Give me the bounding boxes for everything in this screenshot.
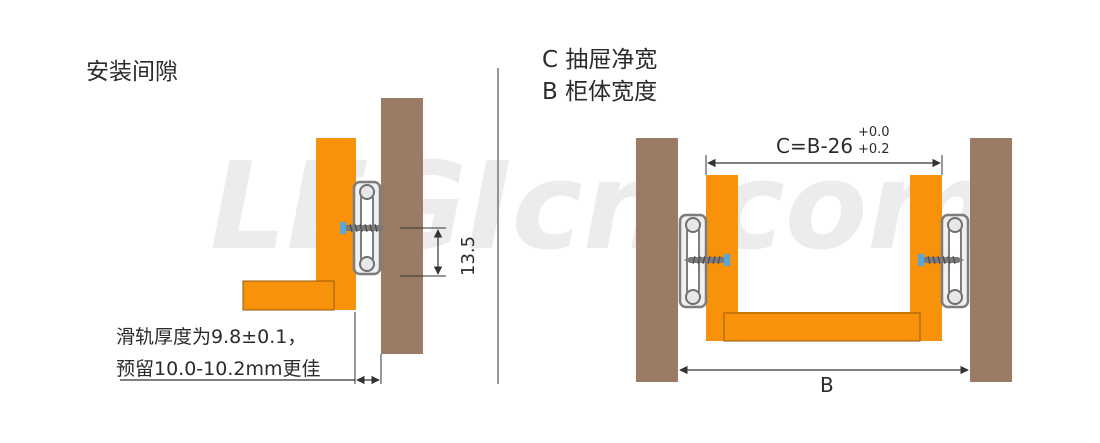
legend-c: C 抽屉净宽 xyxy=(542,47,658,73)
note-line-1: 滑轨厚度为9.8±0.1， xyxy=(116,326,307,348)
label-b: B xyxy=(820,373,834,397)
cabinet-wall-right xyxy=(970,138,1012,382)
cabinet-wall-left xyxy=(636,138,678,382)
cabinet-wall-left-diagram xyxy=(381,98,423,354)
tolerance-lower: +0.2 xyxy=(858,142,890,157)
tolerance-upper: +0.0 xyxy=(858,125,890,140)
right-diagram: C=B-26 +0.0 +0.2 B xyxy=(636,125,1012,397)
note-line-2: 预留10.0-10.2mm更佳 xyxy=(116,358,321,380)
left-diagram: 13.5 xyxy=(120,98,479,385)
drawer-bottom-left-diagram xyxy=(242,280,335,311)
dim-label-13-5: 13.5 xyxy=(458,236,479,276)
left-title: 安装间隙 xyxy=(86,59,178,85)
legend-b: B 柜体宽度 xyxy=(542,79,658,105)
formula-c: C=B-26 xyxy=(776,134,853,158)
drawer-bottom-panel xyxy=(723,312,921,342)
